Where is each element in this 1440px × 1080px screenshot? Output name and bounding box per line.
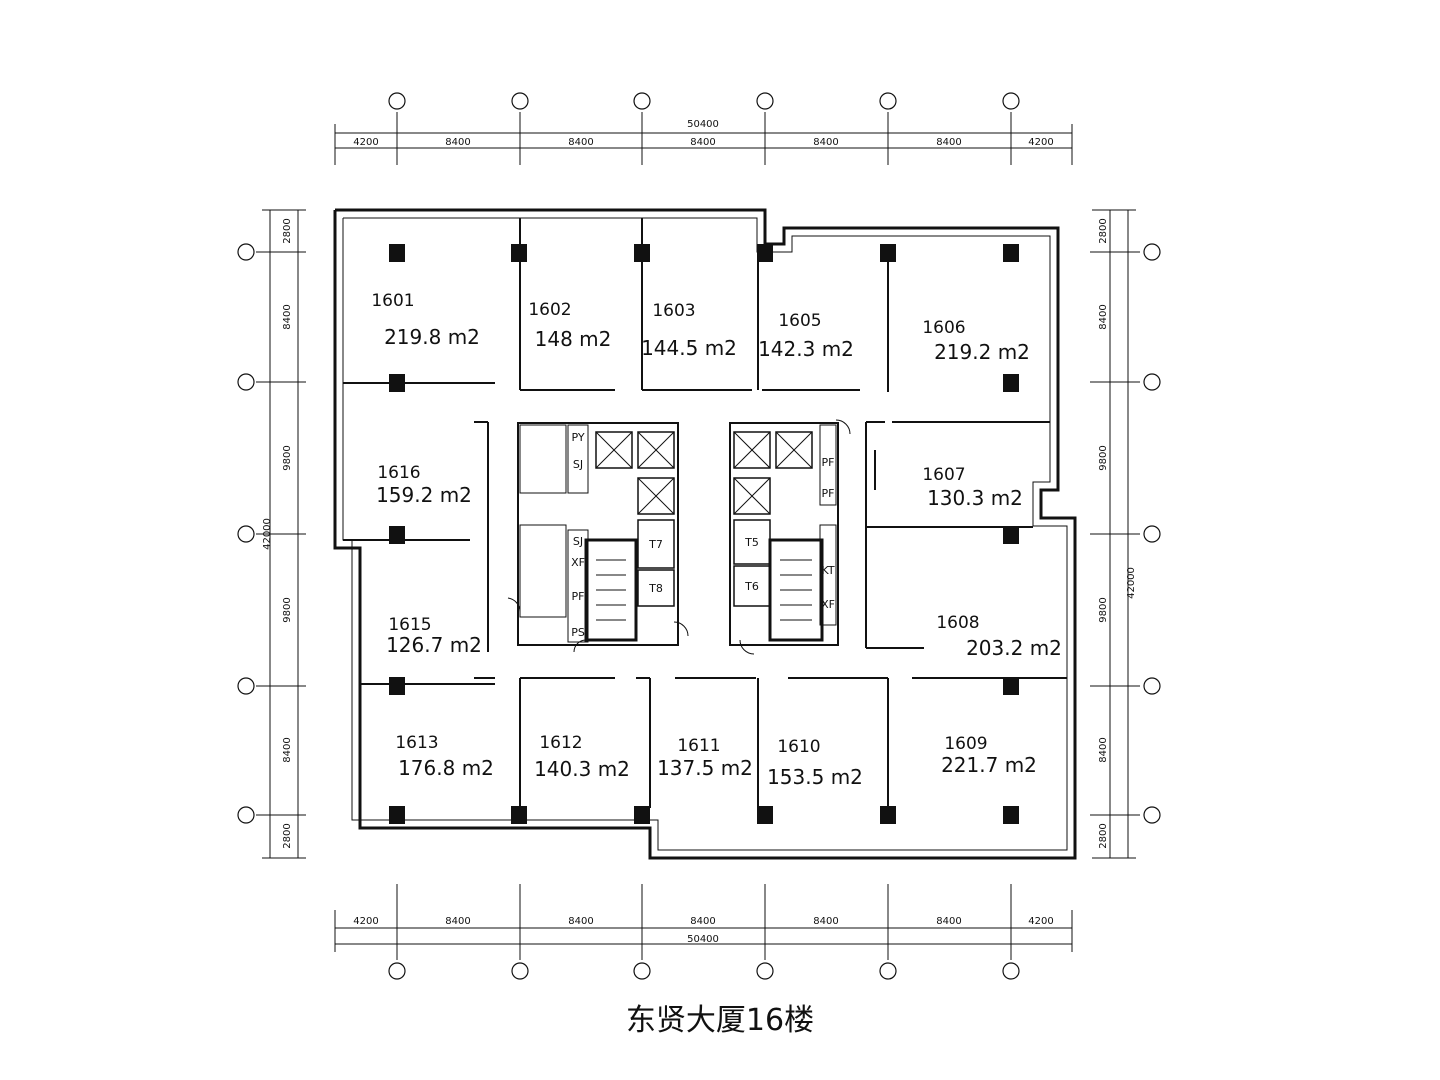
- shaft-kt-label: KT: [821, 564, 834, 577]
- shaft-py-label: PY: [571, 431, 584, 444]
- unit-1602-area: 148 m2: [535, 327, 612, 351]
- unit-1611-area: 137.5 m2: [657, 756, 753, 780]
- shaft-pf-label: PF: [822, 456, 835, 469]
- left-seg-1: 2800: [282, 218, 293, 243]
- bottom-grid-bubbles: [388, 962, 1020, 980]
- shaft-xf-label: XF: [571, 556, 585, 569]
- plan-title: 东贤大厦16楼: [625, 1003, 815, 1038]
- left-seg-4: 9800: [282, 597, 293, 622]
- unit-1612-area: 140.3 m2: [534, 757, 630, 781]
- unit-1616-area: 159.2 m2: [376, 483, 472, 507]
- elevator-t5-label: T5: [744, 536, 759, 549]
- right-seg-2: 8400: [1098, 304, 1109, 329]
- elevator-t8-label: T8: [648, 582, 663, 595]
- top-seg-1: 4200: [353, 137, 378, 148]
- top-seg-4: 8400: [690, 137, 715, 148]
- elevator-t6-label: T6: [744, 580, 759, 593]
- bottom-seg-4: 8400: [690, 916, 715, 927]
- unit-1610-area: 153.5 m2: [767, 765, 863, 789]
- unit-1606-area: 219.2 m2: [934, 340, 1030, 364]
- partition-walls: [343, 218, 1067, 810]
- left-seg-3: 9800: [282, 445, 293, 470]
- shaft-pf2-label: PF: [572, 590, 585, 603]
- top-seg-7: 4200: [1028, 137, 1053, 148]
- shaft-xf2-label: XF: [821, 598, 835, 611]
- unit-1607-number: 1607: [922, 465, 965, 485]
- left-seg-5: 8400: [282, 737, 293, 762]
- unit-1605-number: 1605: [778, 311, 821, 331]
- left-dimensions: [256, 209, 306, 859]
- shaft-pf3-label: PF: [822, 487, 835, 500]
- shaft-sj2-label: SJ: [573, 535, 583, 548]
- unit-1615-area: 126.7 m2: [386, 633, 482, 657]
- unit-1616-number: 1616: [377, 463, 420, 483]
- bottom-seg-3: 8400: [568, 916, 593, 927]
- top-seg-6: 8400: [936, 137, 961, 148]
- core-right: [729, 422, 839, 646]
- core-left: [517, 422, 679, 646]
- unit-1606-number: 1606: [922, 318, 965, 338]
- unit-1611-number: 1611: [677, 736, 720, 756]
- shaft-sj-label: SJ: [573, 458, 583, 471]
- unit-1609-number: 1609: [944, 734, 987, 754]
- unit-1609-area: 221.7 m2: [941, 753, 1037, 777]
- unit-1608-area: 203.2 m2: [966, 636, 1062, 660]
- exterior-walls: [333, 208, 1077, 860]
- left-seg-2: 8400: [282, 304, 293, 329]
- bottom-seg-1: 4200: [353, 916, 378, 927]
- right-seg-5: 8400: [1098, 737, 1109, 762]
- bottom-seg-5: 8400: [813, 916, 838, 927]
- elevator-t7-label: T7: [648, 538, 663, 551]
- right-total-height: 42000: [1126, 567, 1137, 599]
- bottom-seg-2: 8400: [445, 916, 470, 927]
- door-swings: [507, 419, 851, 655]
- unit-1602-number: 1602: [528, 300, 571, 320]
- unit-1603-area: 144.5 m2: [641, 336, 737, 360]
- bottom-dimensions: [334, 884, 1073, 960]
- left-grid-bubbles: [237, 243, 255, 824]
- left-seg-6: 2800: [282, 823, 293, 848]
- top-total-width: 50400: [687, 119, 719, 130]
- bottom-seg-6: 8400: [936, 916, 961, 927]
- unit-1608-number: 1608: [936, 613, 979, 633]
- top-grid-bubbles: [388, 92, 1020, 110]
- unit-1607-area: 130.3 m2: [927, 486, 1023, 510]
- unit-1610-number: 1610: [777, 737, 820, 757]
- top-seg-5: 8400: [813, 137, 838, 148]
- unit-1615-number: 1615: [388, 615, 431, 635]
- unit-1613-area: 176.8 m2: [398, 756, 494, 780]
- top-seg-2: 8400: [445, 137, 470, 148]
- unit-1605-area: 142.3 m2: [758, 337, 854, 361]
- right-seg-1: 2800: [1098, 218, 1109, 243]
- left-total-height: 42000: [262, 518, 273, 550]
- shaft-ps-label: PS: [571, 626, 585, 639]
- unit-1613-number: 1613: [395, 733, 438, 753]
- right-seg-6: 2800: [1098, 823, 1109, 848]
- top-seg-3: 8400: [568, 137, 593, 148]
- unit-1601-area: 219.8 m2: [384, 325, 480, 349]
- bottom-total-width: 50400: [687, 934, 719, 945]
- top-dimensions: [334, 112, 1073, 165]
- unit-1603-number: 1603: [652, 301, 695, 321]
- right-dimensions: [1090, 209, 1140, 859]
- right-grid-bubbles: [1143, 243, 1161, 824]
- unit-1612-number: 1612: [539, 733, 582, 753]
- bottom-seg-7: 4200: [1028, 916, 1053, 927]
- right-seg-3: 9800: [1098, 445, 1109, 470]
- unit-1601-number: 1601: [371, 291, 414, 311]
- right-seg-4: 9800: [1098, 597, 1109, 622]
